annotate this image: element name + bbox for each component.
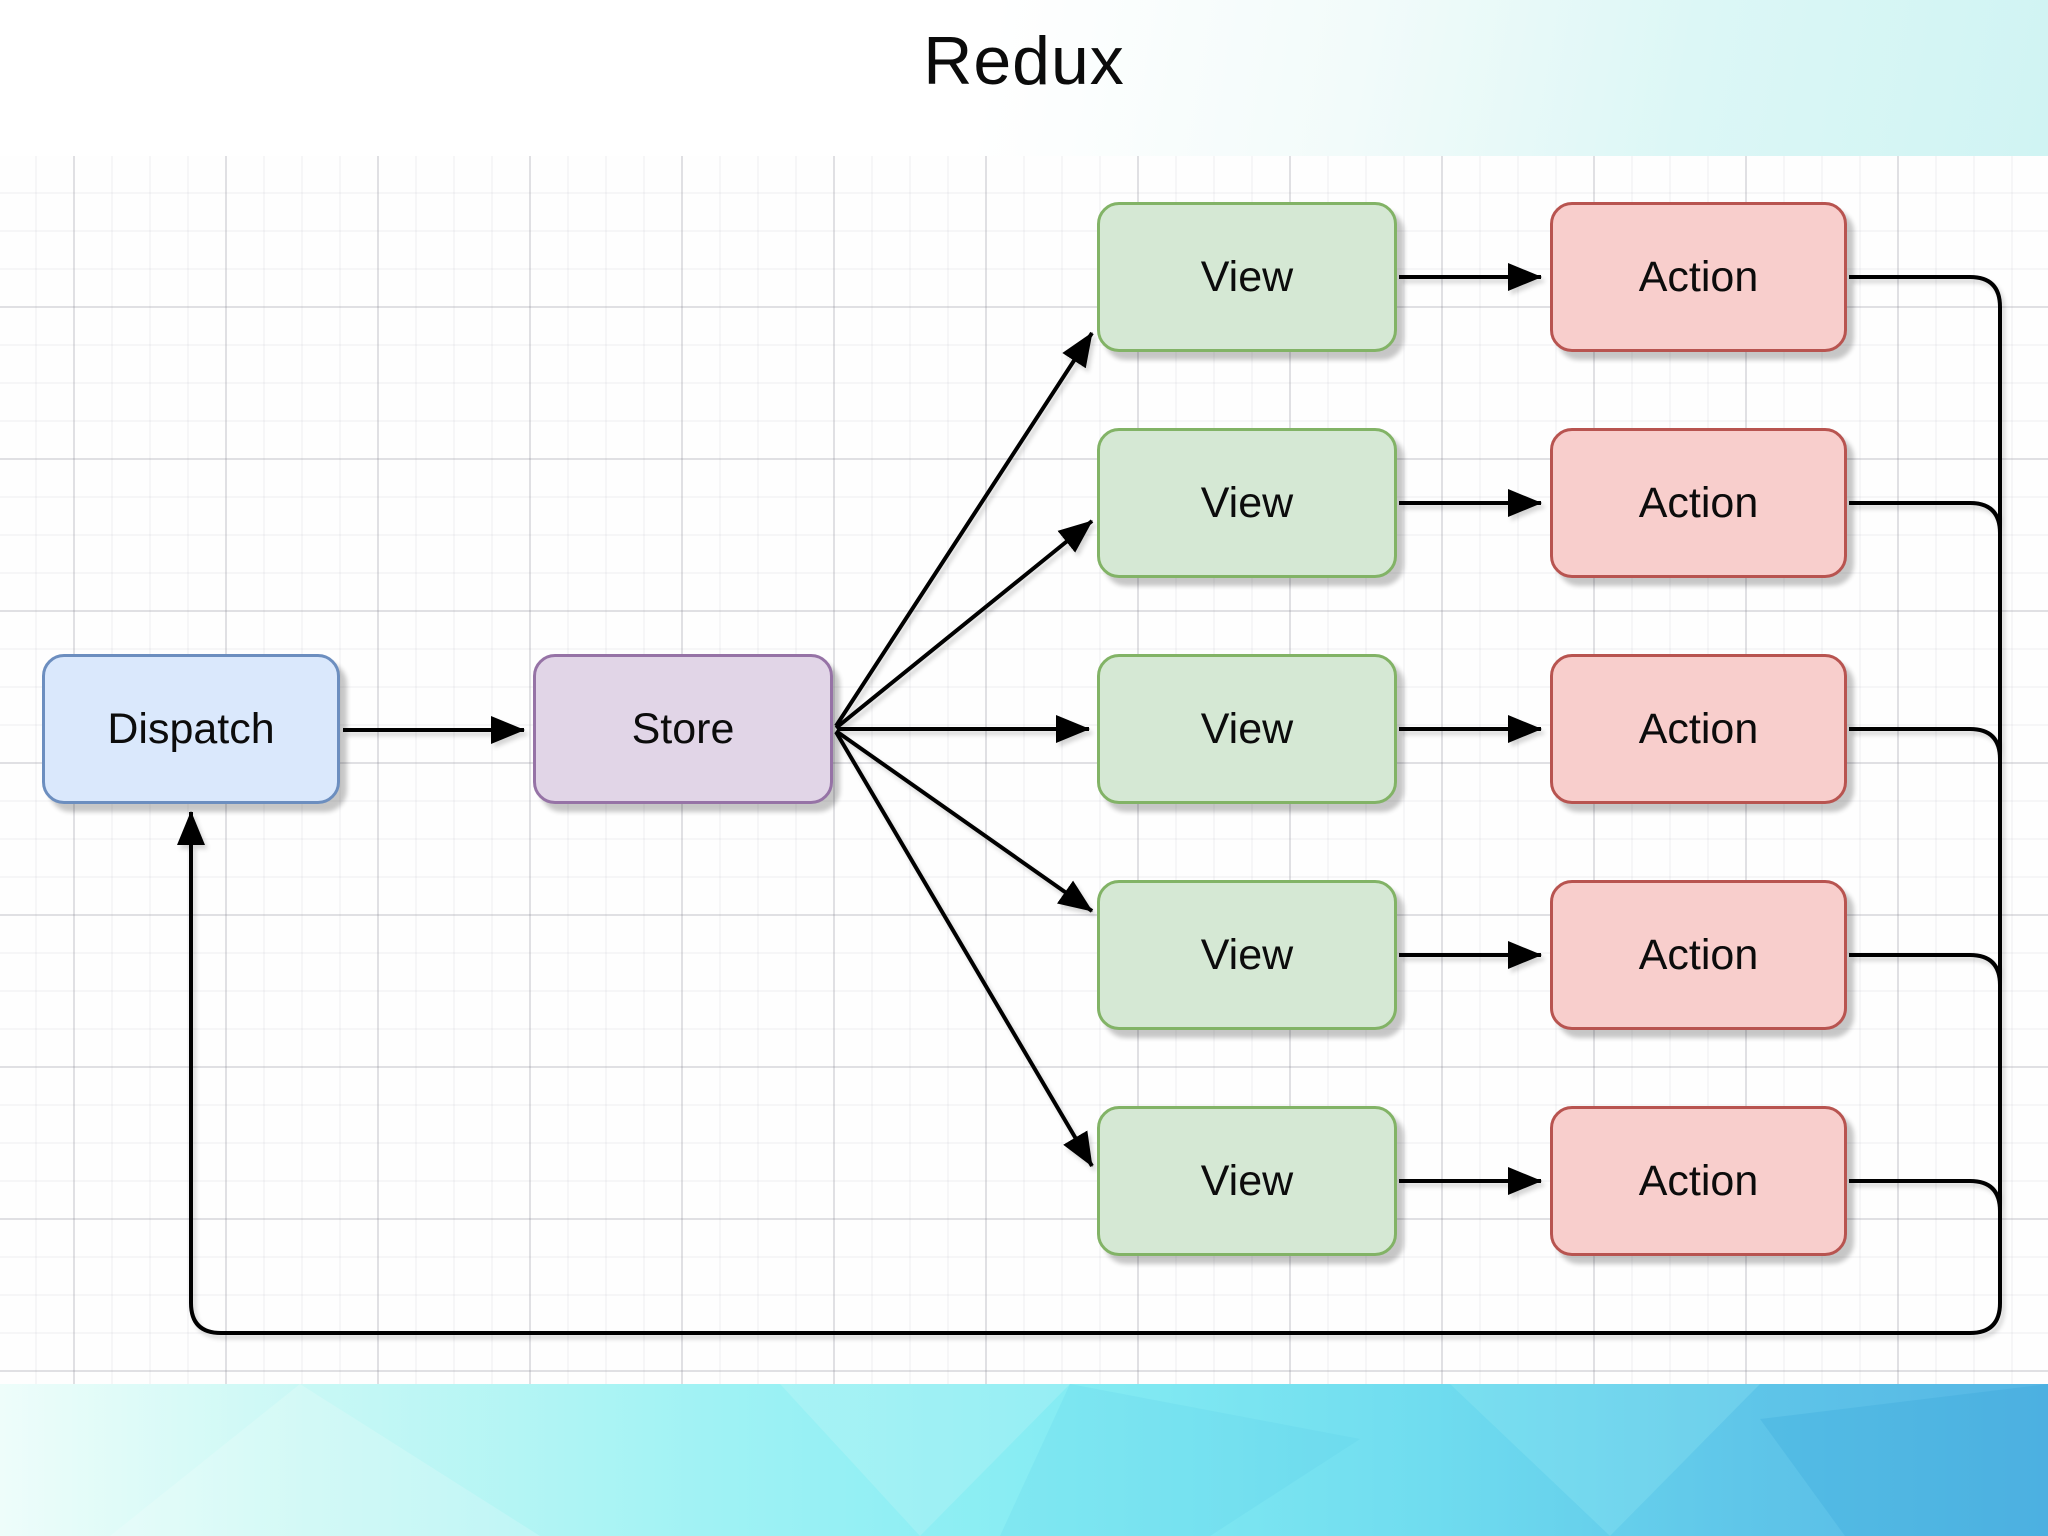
node-label-dispatch: Dispatch — [107, 704, 275, 753]
node-label-action-2: Action — [1638, 478, 1759, 527]
node-label-view-1: View — [1200, 252, 1294, 301]
node-label-action-5: Action — [1638, 1156, 1759, 1205]
band-facet — [1760, 1384, 2048, 1536]
node-view-3: View — [1097, 654, 1397, 804]
node-label-action-4: Action — [1638, 930, 1759, 979]
node-view-4: View — [1097, 880, 1397, 1030]
node-label-view-5: View — [1200, 1156, 1294, 1205]
node-view-2: View — [1097, 428, 1397, 578]
node-view-1: View — [1097, 202, 1397, 352]
node-store: Store — [533, 654, 833, 804]
edge-store-to-view-2 — [834, 519, 1094, 730]
edge-action-2-merge — [1849, 501, 2002, 555]
node-action-2: Action — [1550, 428, 1847, 578]
node-label-view-2: View — [1200, 478, 1294, 527]
edge-action-4-merge — [1849, 953, 2002, 1007]
node-label-action-1: Action — [1638, 252, 1759, 301]
node-action-1: Action — [1550, 202, 1847, 352]
edge-action-3-merge — [1849, 727, 2002, 781]
node-action-4: Action — [1550, 880, 1847, 1030]
node-dispatch: Dispatch — [42, 654, 340, 804]
edge-action-1-loop-to-dispatch — [177, 275, 2002, 1335]
band-facet — [1000, 1384, 1360, 1536]
node-label-view-3: View — [1200, 704, 1294, 753]
node-action-3: Action — [1550, 654, 1847, 804]
edge-store-to-view-4 — [834, 729, 1094, 913]
node-label-store: Store — [631, 704, 735, 753]
node-action-5: Action — [1550, 1106, 1847, 1256]
edge-store-to-view-5 — [834, 730, 1094, 1168]
node-view-5: View — [1097, 1106, 1397, 1256]
diagram-title: Redux — [923, 23, 1125, 99]
node-label-action-3: Action — [1638, 704, 1759, 753]
bottom-background-band — [0, 1384, 2048, 1536]
band-facet — [110, 1384, 540, 1536]
band-gradient — [0, 1384, 2048, 1536]
edge-store-to-view-1 — [834, 331, 1094, 728]
node-label-view-4: View — [1200, 930, 1294, 979]
edge-action-5-merge — [1849, 1179, 2002, 1233]
band-facet — [1450, 1384, 1760, 1536]
band-facet — [780, 1384, 1070, 1536]
top-background-band — [0, 0, 2048, 156]
